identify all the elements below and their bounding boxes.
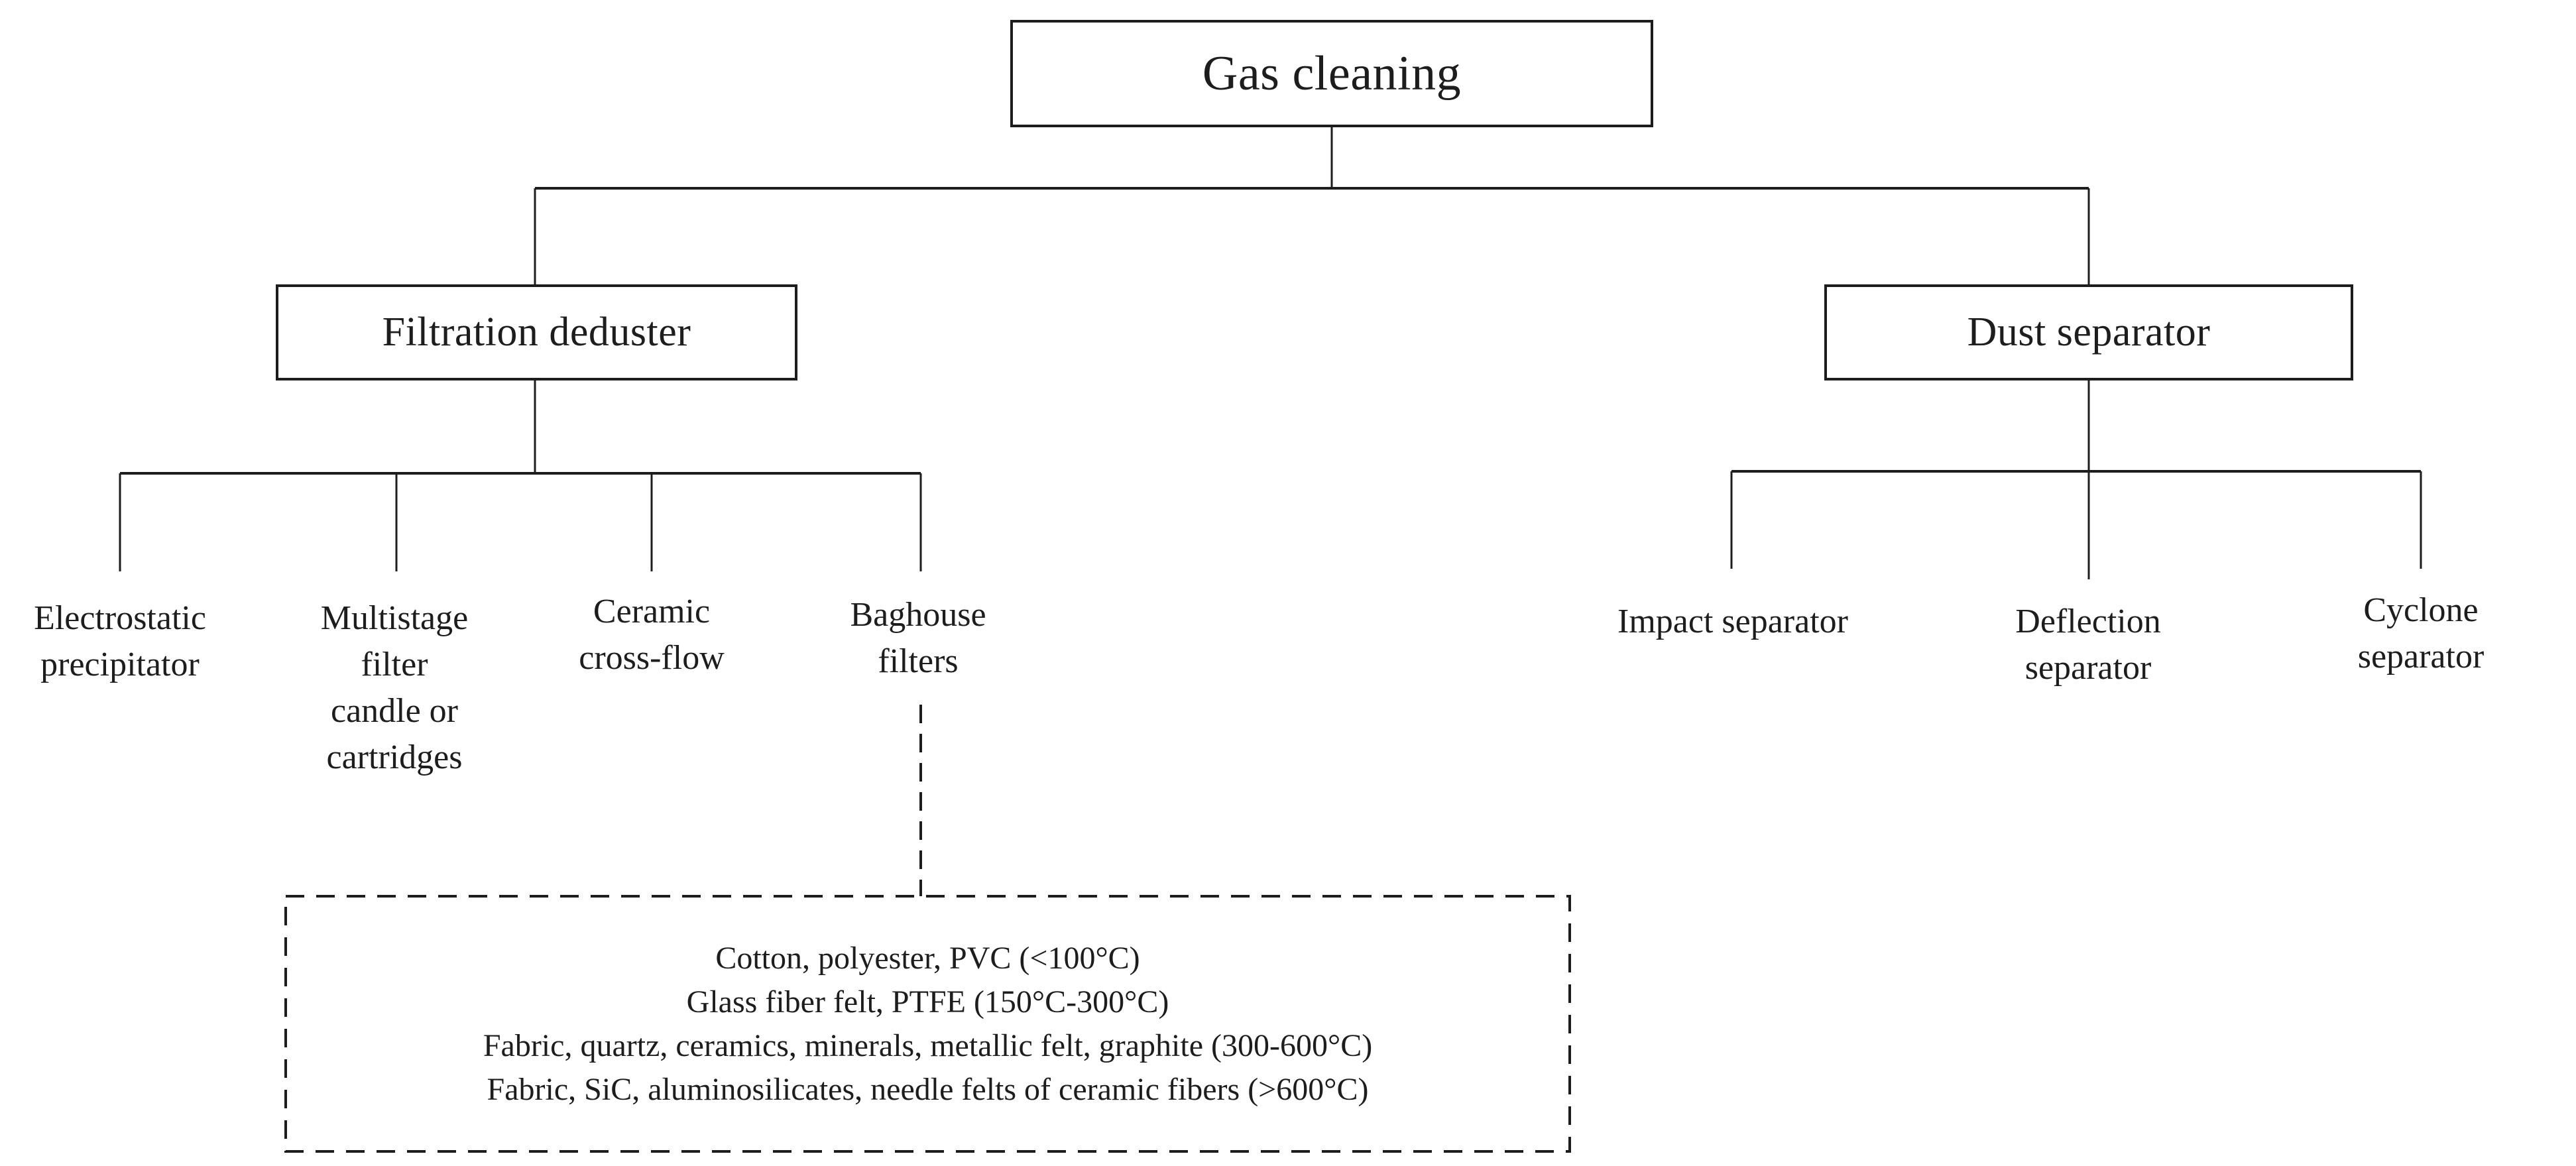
leaf-baghouse-filters: Baghouse filters [850, 596, 986, 680]
node-filtration-deduster-label: Filtration deduster [382, 310, 691, 355]
leaf-cyclone-separator: Cyclone separator [2357, 591, 2485, 675]
node-filtration-deduster: Filtration deduster [276, 284, 797, 380]
materials-note-line-3: Fabric, quartz, ceramics, minerals, meta… [483, 1027, 1373, 1063]
leaf-ceramic-cross-flow: Ceramic cross-flow [579, 593, 725, 677]
materials-note: Cotton, polyester, PVC (<100°C) Glass fi… [286, 896, 1570, 1151]
materials-note-line-1: Cotton, polyester, PVC (<100°C) [715, 940, 1140, 976]
leaf-deflection-separator: Deflection separator [2015, 603, 2161, 687]
node-dust-separator-label: Dust separator [1967, 310, 2211, 355]
materials-box-border [284, 895, 1571, 1153]
node-gas-cleaning-label: Gas cleaning [1202, 46, 1462, 101]
node-gas-cleaning: Gas cleaning [1010, 20, 1653, 127]
leaf-impact-separator: Impact separator [1617, 603, 1848, 640]
materials-note-line-2: Glass fiber felt, PTFE (150°C-300°C) [686, 984, 1169, 1020]
leaf-multistage-filter: Multistage filter candle or cartridges [320, 599, 469, 776]
node-dust-separator: Dust separator [1824, 284, 2353, 380]
leaf-electrostatic-precipitator: Electrostatic precipitator [34, 599, 206, 683]
materials-note-line-4: Fabric, SiC, aluminosilicates, needle fe… [487, 1071, 1369, 1107]
